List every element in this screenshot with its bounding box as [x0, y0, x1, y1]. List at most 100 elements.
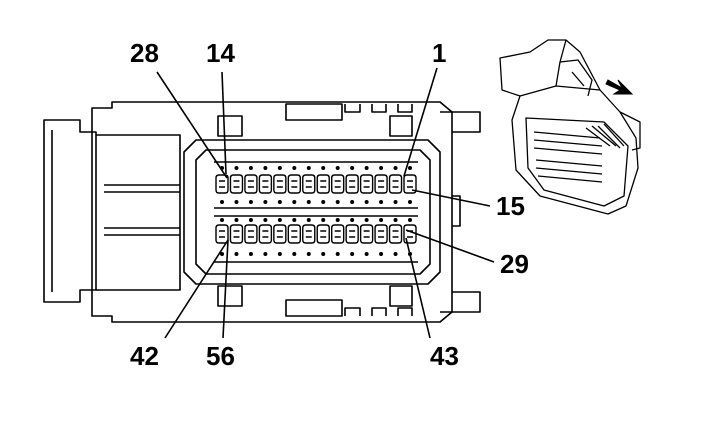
bottom-tab-mid: [285, 299, 343, 317]
pin-cavity-row1-11: [359, 174, 374, 194]
pin-cavity-row2-7: [302, 224, 316, 244]
pin-dot-2-14: [408, 200, 412, 204]
pin-dot-4-5: [277, 252, 282, 256]
leader-42: [164, 239, 229, 339]
pin-label-15: 15: [496, 191, 525, 221]
pin-dot-4-11: [364, 252, 369, 256]
pin-cavity-row2-13: [388, 224, 403, 244]
pin-label-56: 56: [206, 341, 235, 371]
pin-dot-3-11: [364, 218, 369, 222]
pin-cavity-row2-12: [374, 224, 388, 244]
pin-dot-2-4: [263, 200, 268, 204]
leader-28: [156, 71, 228, 179]
pin-dot-1-12: [379, 166, 384, 170]
pin-cavity-row1-5: [273, 174, 287, 194]
left-latch-arm: [96, 134, 181, 291]
pin-dots: [220, 166, 412, 256]
pin-dot-2-6: [292, 200, 297, 204]
pin-dot-4-9: [335, 252, 340, 256]
iso-right-clip: [619, 111, 641, 151]
pin-dot-3-9: [335, 218, 340, 222]
pin-dot-4-7: [306, 252, 311, 256]
pin-cavity-row1-12: [374, 174, 388, 194]
pin-dot-4-6: [292, 252, 297, 256]
pin-cavity-row1-6: [287, 174, 302, 194]
pin-dot-2-11: [364, 200, 369, 204]
pin-dot-4-8: [321, 252, 326, 256]
pin-dot-1-14: [408, 166, 412, 170]
pin-dot-4-12: [379, 252, 384, 256]
pin-cavity-row1-8: [316, 174, 330, 194]
pin-dot-2-13: [393, 200, 398, 204]
leader-29: [405, 229, 495, 263]
pin-dot-4-3: [248, 252, 253, 256]
pin-dot-3-6: [292, 218, 297, 222]
pin-cavity-row2-2: [229, 224, 244, 244]
pin-dot-3-1: [220, 218, 224, 222]
bottom-comb: [344, 307, 413, 316]
pin-label-43: 43: [430, 341, 459, 371]
pin-dot-3-8: [321, 218, 326, 222]
pin-dot-1-7: [306, 166, 311, 170]
pin-dot-2-9: [335, 200, 340, 204]
pin-dot-2-5: [277, 200, 282, 204]
leader-15: [411, 189, 491, 207]
pin-dot-2-12: [379, 200, 384, 204]
iso-stripes: [585, 123, 625, 149]
connector-front-view: [43, 101, 481, 323]
pin-dot-4-4: [263, 252, 268, 256]
pin-dot-3-14: [408, 218, 412, 222]
pin-cavity-row1-4: [258, 174, 273, 194]
iso-front-face: [525, 117, 629, 207]
bottom-tab-left: [217, 285, 243, 307]
pin-dot-3-13: [393, 218, 398, 222]
pin-dot-1-2: [234, 166, 239, 170]
pin-dot-1-6: [292, 166, 297, 170]
pin-cavity-row1-10: [345, 174, 359, 194]
pin-dot-1-9: [335, 166, 340, 170]
top-tab-right: [389, 115, 413, 137]
top-tab-mid: [285, 103, 343, 121]
iso-latch: [559, 59, 593, 97]
right-clip-bottom: [440, 291, 481, 313]
top-comb: [344, 104, 413, 113]
pin-dot-2-2: [234, 200, 239, 204]
pin-label-1: 1: [432, 38, 446, 68]
pin-cavity-row2-9: [330, 224, 345, 244]
right-notch: [452, 195, 461, 227]
top-tab-left: [217, 115, 243, 137]
pin-row-2: [215, 224, 417, 244]
pin-dot-1-13: [393, 166, 398, 170]
pin-cavity-row2-1: [215, 224, 229, 244]
insertion-direction-arrow-icon: [605, 79, 634, 95]
pin-dot-1-11: [364, 166, 369, 170]
pin-dot-1-8: [321, 166, 326, 170]
pin-cavity-row1-2: [229, 174, 244, 194]
iso-pin-row-2: [535, 159, 603, 183]
iso-pin-row-1: [533, 131, 603, 155]
pin-dot-4-10: [350, 252, 355, 256]
pin-dot-2-1: [220, 200, 224, 204]
pin-cavity-row2-10: [345, 224, 359, 244]
pin-dot-3-5: [277, 218, 282, 222]
pin-cavity-row1-3: [244, 174, 258, 194]
pin-cavity-row1-13: [388, 174, 403, 194]
pin-dot-4-13: [393, 252, 398, 256]
pin-cavity-row1-14: [403, 174, 417, 194]
pin-cavity-row1-9: [330, 174, 345, 194]
pin-dot-3-12: [379, 218, 384, 222]
pin-dot-2-3: [248, 200, 253, 204]
pin-cavity-row2-5: [273, 224, 287, 244]
pin-dot-2-10: [350, 200, 355, 204]
pin-cavity-row1-1: [215, 174, 229, 194]
pin-label-14: 14: [206, 38, 235, 68]
pin-dot-3-7: [306, 218, 311, 222]
pin-dot-3-2: [234, 218, 239, 222]
right-clip-top: [440, 111, 481, 133]
leader-lines: [156, 67, 495, 339]
pin-cavity-row2-6: [287, 224, 302, 244]
pin-dot-2-7: [306, 200, 311, 204]
pin-label-29: 29: [500, 249, 529, 279]
pin-label-42: 42: [130, 341, 159, 371]
